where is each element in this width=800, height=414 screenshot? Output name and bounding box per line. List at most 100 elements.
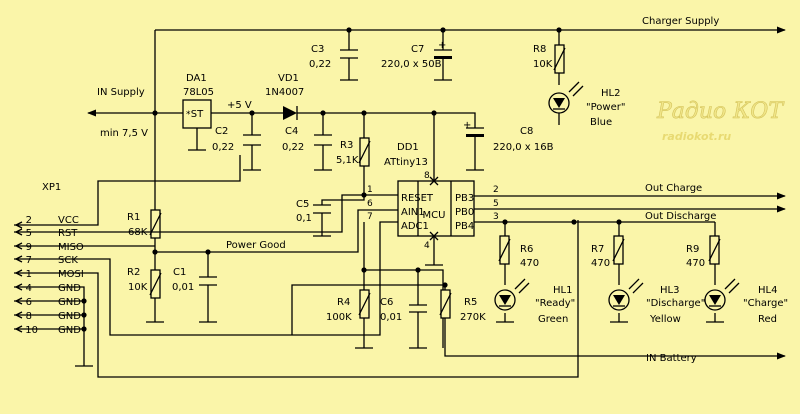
xp1-num-2: 9 [26,242,32,253]
vd1-value: 1N4007 [265,87,304,98]
xp1-name-8: GND [58,325,81,336]
r8-value: 10K [533,59,553,70]
c8-ref: C8 [520,126,533,137]
pin-ain1-label: AIN1 [401,207,425,218]
xp1-name-4: MOSI [58,269,84,280]
pin-adc1-label: ADC1 [401,221,429,232]
c1-ref: C1 [173,267,186,278]
xp1-pin-arrow [14,255,23,263]
c7-value: 220,0 x 50B [381,59,442,70]
pin-num-6: 6 [367,199,373,209]
net-in-supply: IN Supply [97,87,145,98]
pin-pb4-label: PB4 [455,221,474,232]
pin-num-1: 1 [367,185,373,195]
da1-ref: DA1 [186,73,207,84]
net-out-charge: Out Charge [645,183,702,194]
ground-symbols [75,79,724,367]
r4-value: 100K [326,312,352,323]
xp1-num-3: 7 [26,255,32,266]
xp1-num-4: 1 [26,269,32,280]
da1-body-label: ST [191,109,204,120]
da1-value: 78L05 [183,87,214,98]
hl4-color: Red [758,314,777,325]
xp1-name-2: MISO [58,242,84,253]
r6-ref: R6 [520,244,533,255]
watermark-line1: Радио КОТ [656,99,785,124]
c2-ref: C2 [215,126,228,137]
pin-num-8: 8 [424,171,430,181]
net-in-battery: IN Battery [646,353,697,364]
r5-ref: R5 [464,297,477,308]
r1-ref: R1 [127,212,140,223]
xp1-name-1: RST [58,228,78,239]
capacitors [199,49,427,313]
r5-value: 270K [460,312,486,323]
hl4-name: "Charge" [743,298,788,309]
hl2-name: "Power" [586,102,625,113]
hl4-ref: HL4 [758,285,777,296]
pin-reset-label: RESET [401,193,434,204]
polar-capacitors: + + [434,40,484,137]
net-out-discharge: Out Discharge [645,211,716,222]
pin-num-4: 4 [424,241,430,251]
c7-ref: C7 [411,44,424,55]
r8-ref: R8 [533,44,546,55]
c3-ref: C3 [311,44,324,55]
xp1-num-1: 5 [26,228,32,239]
xp1-num-0: 2 [26,215,32,226]
xp1-num-6: 6 [26,297,32,308]
mcu-dd1: MCU RESET AIN1 ADC1 PB3 PB0 PB4 1 6 7 8 … [367,171,499,265]
xp1-pin-arrow [14,221,23,229]
watermark-line2: radiokot.ru [662,130,731,143]
r4-ref: R4 [337,297,350,308]
c1-value: 0,01 [172,282,194,293]
component-labels: DA1 78L05 VD1 1N4007 C2 0,22 C3 0,22 C4 … [127,44,788,325]
r2-ref: R2 [127,267,140,278]
vd1-ref: VD1 [278,73,299,84]
r9-value: 470 [686,258,705,269]
mcu-core-label: MCU [423,210,446,221]
pin-pb3-label: PB3 [455,193,474,204]
xp1-name-0: VCC [58,215,79,226]
xp1-pin-arrow [14,311,23,319]
c4-ref: C4 [285,126,298,137]
pin-num-7: 7 [367,212,373,222]
xp1-pin-arrow [14,242,23,250]
hl1-color: Green [538,314,568,325]
xp1-pin-arrow [14,297,23,305]
dd1-ref: DD1 [397,142,419,153]
resistors [149,44,721,319]
xp1-ref: XP1 [42,182,61,193]
watermark-logo: Радио КОТ radiokot.ru [656,99,786,143]
xp1-name-7: GND [58,311,81,322]
hl3-ref: HL3 [660,285,679,296]
net-power-good: Power Good [226,240,286,251]
xp1-pin-arrow [14,325,23,333]
xp1-num-5: 4 [26,283,32,294]
xp1-pin-arrow [14,283,23,291]
hl2-ref: HL2 [601,88,620,99]
r1-value: 68K [128,227,148,238]
c3-value: 0,22 [309,59,331,70]
diode-vd1 [283,106,298,120]
r3-ref: R3 [340,140,353,151]
xp1-pin-arrow [14,228,23,236]
r6-value: 470 [520,258,539,269]
net-min-voltage: min 7,5 V [100,128,148,139]
hl1-name: "Ready" [535,298,575,309]
regulator-da1: ST * [182,99,212,129]
r7-ref: R7 [591,244,604,255]
c6-value: 0,01 [380,312,402,323]
pin-num-2: 2 [493,185,499,195]
r2-value: 10K [128,282,148,293]
xp1-num-7: 8 [26,311,32,322]
xp1-name-6: GND [58,297,81,308]
r3-value: 5,1K [336,155,359,166]
leds [494,81,740,311]
net-plus5v: +5 V [227,100,252,111]
hl3-name: "Discharge" [646,298,705,309]
xp1-num-8: 10 [25,325,38,336]
svg-text:*: * [186,110,191,120]
dd1-value: ATtiny13 [384,157,428,168]
